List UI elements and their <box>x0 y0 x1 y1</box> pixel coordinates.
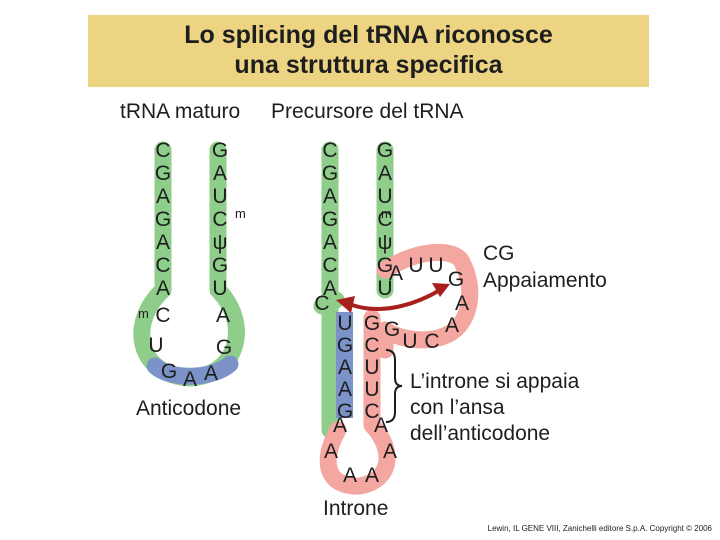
intron-pairs-line-3: dell’anticodone <box>410 422 550 445</box>
mature-loop-nt: A <box>216 304 230 327</box>
mature-loop-nt: A <box>183 368 197 391</box>
intron-pairs-line-1: L’introne si appaia <box>410 370 580 393</box>
intron-nt: A <box>324 440 338 463</box>
precursor-trna-header: Precursore del tRNA <box>271 100 464 123</box>
mature-methyl-mark: m <box>235 206 246 221</box>
mature-stem-nucleotide: ψ <box>213 231 228 254</box>
intron-nt: A <box>383 440 397 463</box>
pairing-label: Appaiamento <box>483 269 607 292</box>
precursor-methyl-mark: m <box>381 206 392 221</box>
bulge-nt: U <box>408 254 423 277</box>
bulge-nt: A <box>445 314 459 337</box>
mature-trna-header: tRNA maturo <box>120 100 241 123</box>
mature-loop-nt: G <box>216 336 232 359</box>
mature-stem-nucleotide: A <box>156 231 170 254</box>
mature-stem-nucleotide: G <box>155 162 171 185</box>
intron-nt: A <box>343 464 357 487</box>
precursor-stem-nucleotide: A <box>323 277 337 300</box>
anticodon-label: Anticodone <box>136 397 241 420</box>
precursor-inner-nucleotide: U <box>364 378 379 401</box>
precursor-stem-nucleotide: G <box>377 139 393 162</box>
mature-loop-nt: G <box>161 360 177 383</box>
bulge-nt: G <box>384 318 400 341</box>
bulge-nt: U <box>428 254 443 277</box>
title-line-2: una struttura specifica <box>234 51 503 79</box>
precursor-inner-nucleotide: U <box>364 356 379 379</box>
precursor-inner-nucleotide: A <box>338 378 352 401</box>
pairing-arrow <box>336 283 450 313</box>
precursor-stem-nucleotide: ψ <box>378 231 393 254</box>
intron-nt: A <box>374 414 388 437</box>
precursor-stem-nucleotide: C <box>377 208 392 231</box>
mature-loop-nt: U <box>148 334 163 357</box>
precursor-stem-nucleotide: A <box>378 162 392 185</box>
precursor-inner-nucleotide: U <box>337 312 352 335</box>
mature-stem-nucleotide: U <box>212 277 227 300</box>
precursor-stem-nucleotide: A <box>323 185 337 208</box>
precursor-stem-nucleotide: U <box>377 277 392 300</box>
bulge-nt: C <box>424 330 439 353</box>
precursor-stem-nucleotide: G <box>377 254 393 277</box>
mature-stem-nucleotide: C <box>212 208 227 231</box>
copyright-credit: Lewin, IL GENE VIII, Zanichelli editore … <box>487 524 712 533</box>
precursor-stem-nucleotide: G <box>322 162 338 185</box>
mature-stem-nucleotide: C <box>155 254 170 277</box>
mature-loop-c: C <box>155 304 170 327</box>
precursor-loop-c: C <box>314 292 329 315</box>
title-line-1: Lo splicing del tRNA riconosce <box>184 21 553 49</box>
bulge-nt: A <box>389 262 403 285</box>
intron-label: Introne <box>323 497 388 520</box>
mature-stem-nucleotide: A <box>156 185 170 208</box>
mature-stem-nucleotide: G <box>212 139 228 162</box>
bulge-nt: G <box>448 268 464 291</box>
intron-pairing-brace <box>385 349 403 423</box>
precursor-inner-nucleotide: A <box>338 356 352 379</box>
intron-nt: A <box>333 414 347 437</box>
precursor-stem-nucleotide: G <box>322 208 338 231</box>
precursor-inner-nucleotide: G <box>337 334 353 357</box>
mature-stem-nucleotide: U <box>212 185 227 208</box>
precursor-inner-nucleotide: G <box>337 400 353 423</box>
mature-stem-nucleotide: G <box>155 208 171 231</box>
mature-methyl-prefix: m <box>138 306 149 321</box>
bulge-nt: U <box>402 330 417 353</box>
mature-stem-nucleotide: A <box>156 277 170 300</box>
mature-stem-nucleotide: C <box>155 139 170 162</box>
mature-loop-nt: A <box>204 362 218 385</box>
precursor-stem-nucleotide: C <box>322 139 337 162</box>
title-band: Lo splicing del tRNA riconosce una strut… <box>88 15 649 87</box>
intron-pairs-line-2: con l’ansa <box>410 396 505 419</box>
precursor-stem-nucleotide: C <box>322 254 337 277</box>
precursor-inner-nucleotide: G <box>364 312 380 335</box>
precursor-inner-nucleotide: C <box>364 400 379 423</box>
precursor-stem-nucleotide: U <box>377 185 392 208</box>
precursor-inner-nucleotide: C <box>364 334 379 357</box>
cg-label: CG <box>483 242 515 265</box>
mature-stem-nucleotide: G <box>212 254 228 277</box>
precursor-stem-nucleotide: A <box>323 231 337 254</box>
bulge-nt: A <box>455 292 469 315</box>
intron-nt: A <box>365 464 379 487</box>
mature-stem-nucleotide: A <box>213 162 227 185</box>
